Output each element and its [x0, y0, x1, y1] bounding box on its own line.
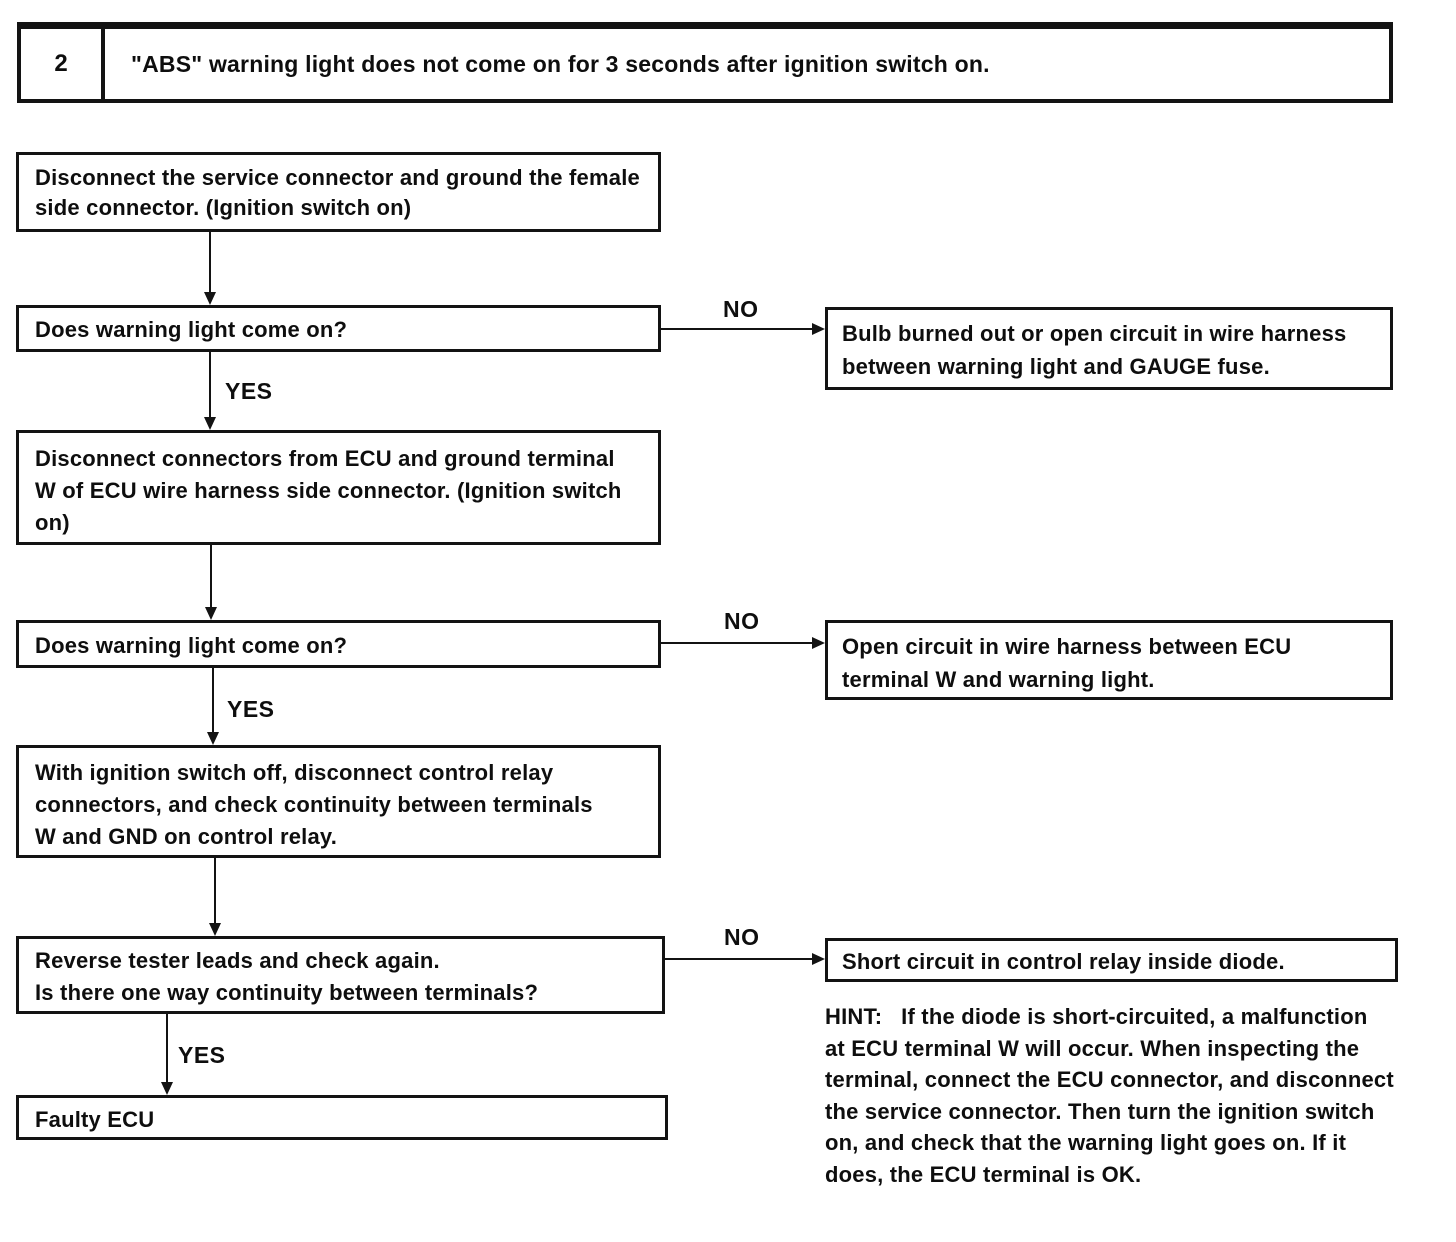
no-label-3: NO: [724, 924, 760, 950]
connector-line-no-1: [661, 328, 813, 330]
right-arrowhead-icon: [812, 323, 825, 335]
box-text-line: Is there one way continuity between term…: [35, 980, 539, 1005]
right-arrowhead-icon: [812, 637, 825, 649]
yes-label-1: YES: [225, 378, 273, 404]
flow-box-faulty-ecu: Faulty ECU: [16, 1095, 668, 1140]
down-arrowhead-icon: [207, 732, 219, 745]
connector-line-down-4: [212, 668, 214, 733]
connector-line-down-3: [210, 545, 212, 608]
connector-line-down-5: [214, 858, 216, 924]
connector-line-down-1: [209, 232, 211, 293]
down-arrowhead-icon: [205, 607, 217, 620]
down-arrowhead-icon: [204, 417, 216, 430]
hint-paragraph: HINT: If the diode is short-circuited, a…: [825, 1001, 1425, 1190]
result-box-bulb-burned-out: Bulb burned out or open circuit in wire …: [825, 307, 1393, 390]
right-arrowhead-icon: [812, 953, 825, 965]
box-text-line: between warning light and GAUGE fuse.: [842, 354, 1270, 379]
down-arrowhead-icon: [204, 292, 216, 305]
flow-box-disconnect-ecu-connectors: Disconnect connectors from ECU and groun…: [16, 430, 661, 545]
no-label-2: NO: [724, 608, 760, 634]
yes-label-3: YES: [178, 1042, 226, 1068]
hint-text-line: does, the ECU terminal is OK.: [825, 1161, 1142, 1187]
box-text-line: Faulty ECU: [35, 1107, 155, 1132]
result-box-short-circuit-diode: Short circuit in control relay inside di…: [825, 938, 1398, 982]
down-arrowhead-icon: [209, 923, 221, 936]
box-text-line: side connector. (Ignition switch on): [35, 195, 412, 220]
yes-label-2: YES: [227, 696, 275, 722]
connector-line-down-6: [166, 1014, 168, 1083]
box-text-line: Open circuit in wire harness between ECU: [842, 634, 1292, 659]
no-label-1: NO: [723, 296, 759, 322]
flow-box-question-reverse-tester-leads: Reverse tester leads and check again. Is…: [16, 936, 665, 1014]
box-text-line: on): [35, 510, 70, 535]
result-box-open-circuit: Open circuit in wire harness between ECU…: [825, 620, 1393, 700]
box-text-line: With ignition switch off, disconnect con…: [35, 760, 554, 785]
box-text-line: W and GND on control relay.: [35, 824, 338, 849]
flow-box-check-control-relay-continuity: With ignition switch off, disconnect con…: [16, 745, 661, 858]
problem-header-box: 2 "ABS" warning light does not come on f…: [17, 22, 1393, 103]
connector-line-no-2: [661, 642, 813, 644]
down-arrowhead-icon: [161, 1082, 173, 1095]
problem-number: 2: [21, 29, 105, 99]
hint-text-line: at ECU terminal W will occur. When inspe…: [825, 1035, 1360, 1061]
box-text-line: Short circuit in control relay inside di…: [842, 949, 1285, 974]
box-text-line: Does warning light come on?: [35, 317, 348, 342]
hint-text-line: the service connector. Then turn the ign…: [825, 1098, 1375, 1124]
hint-text-line: terminal, connect the ECU connector, and…: [825, 1067, 1394, 1092]
problem-title: "ABS" warning light does not come on for…: [131, 50, 990, 77]
flow-box-question-warning-light-2: Does warning light come on?: [16, 620, 661, 668]
box-text-line: Does warning light come on?: [35, 633, 348, 658]
flow-box-question-warning-light-1: Does warning light come on?: [16, 305, 661, 352]
box-text-line: Reverse tester leads and check again.: [35, 948, 440, 973]
hint-text-line: HINT: If the diode is short-circuited, a…: [825, 1004, 1368, 1029]
box-text-line: Bulb burned out or open circuit in wire …: [842, 321, 1347, 346]
flow-box-disconnect-service-connector: Disconnect the service connector and gro…: [16, 152, 661, 232]
connector-line-down-2: [209, 352, 211, 418]
box-text-line: Disconnect connectors from ECU and groun…: [35, 446, 615, 471]
hint-text-line: on, and check that the warning light goe…: [825, 1130, 1347, 1155]
box-text-line: W of ECU wire harness side connector. (I…: [35, 478, 622, 503]
box-text-line: terminal W and warning light.: [842, 667, 1155, 692]
box-text-line: Disconnect the service connector and gro…: [35, 165, 640, 190]
box-text-line: connectors, and check continuity between…: [35, 792, 593, 817]
connector-line-no-3: [665, 958, 813, 960]
